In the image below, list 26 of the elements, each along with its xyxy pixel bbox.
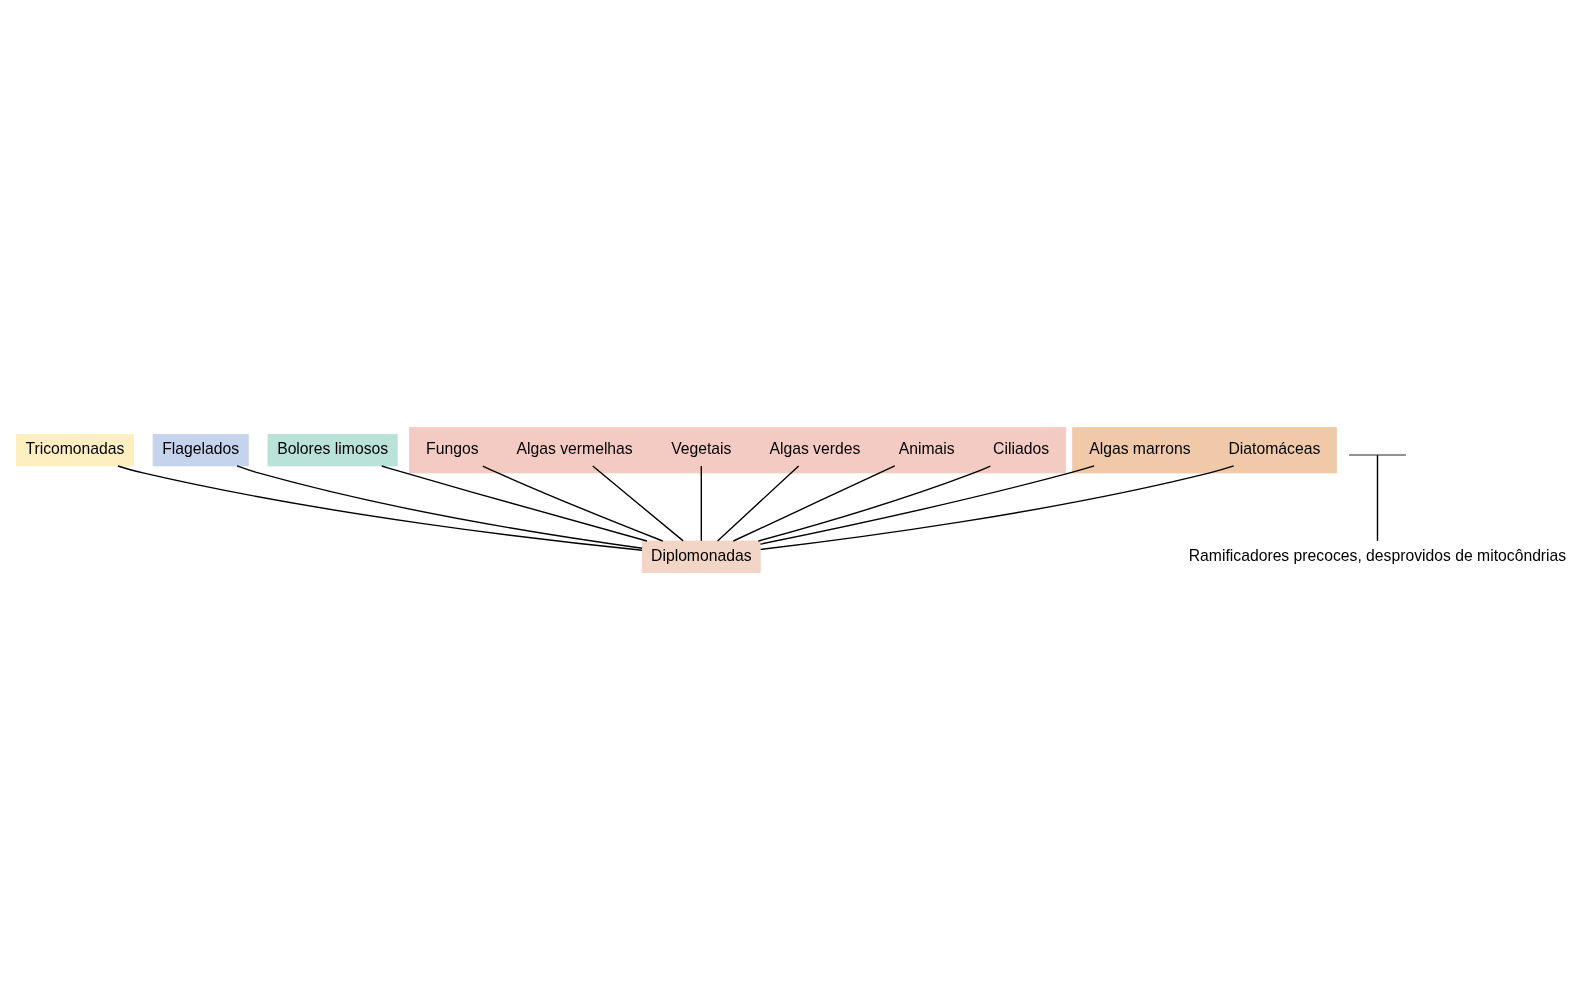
node-text: Animais (898, 440, 955, 458)
node-box: Bolores limosos (267, 434, 398, 467)
connector (381, 465, 648, 542)
node-box: Flagelados (152, 434, 249, 467)
node-text: Ramificadores precoces, desprovidos de mitocôndrias (1188, 546, 1567, 564)
connector (1376, 454, 1379, 542)
node-text: Algas marrons (1089, 440, 1191, 458)
node-text: Algas verdes (769, 440, 861, 458)
connector (117, 465, 643, 551)
connector (732, 465, 896, 542)
connector (757, 465, 992, 542)
node-text: Diatomáceas (1228, 440, 1321, 458)
connector (700, 465, 702, 542)
node-text: Fungos (426, 440, 479, 458)
node-bracket (1348, 454, 1407, 456)
connector (759, 465, 1235, 551)
cluster (409, 427, 1067, 474)
connector (759, 465, 1095, 545)
node-text: Vegetais (671, 440, 732, 458)
node-text: Algas vermelhas (516, 440, 633, 458)
connector (236, 465, 643, 549)
node-box: Tricomonadas (15, 434, 134, 467)
connector (482, 465, 664, 542)
node-box: Diplomonadas (641, 540, 761, 573)
cluster (1072, 427, 1337, 474)
node-text: Ciliados (993, 440, 1050, 458)
